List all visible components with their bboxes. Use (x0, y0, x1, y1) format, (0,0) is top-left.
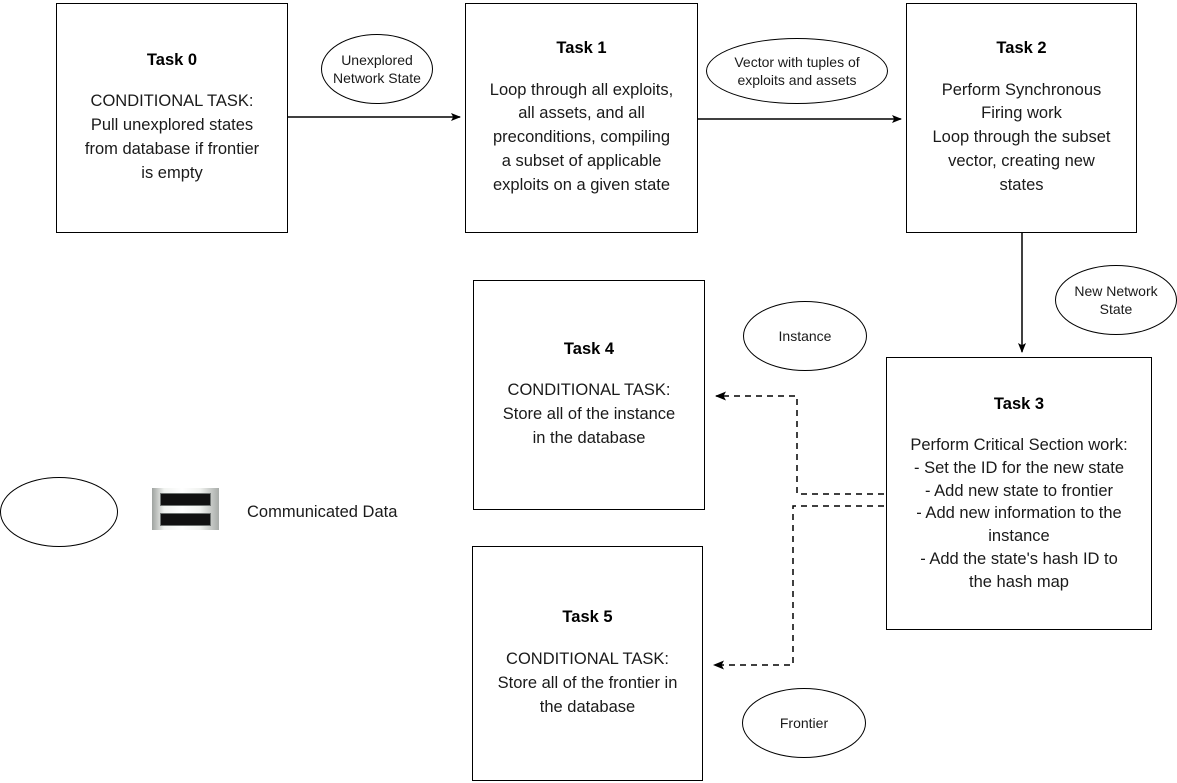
node-task0-title: Task 0 (146, 50, 198, 69)
node-task5-title: Task 5 (562, 608, 613, 627)
node-task3-title: Task 3 (993, 394, 1045, 413)
connector-task3-to-task4 (715, 391, 884, 495)
node-task3-body: Perform Critical Section work: - Set the… (910, 436, 1128, 591)
node-task2-title: Task 2 (996, 38, 1047, 57)
node-task4-title: Task 4 (563, 339, 615, 358)
edge-label-unexplored-network-state: Unexplored Network State (321, 34, 433, 104)
node-task0-body: CONDITIONAL TASK: Pull unexplored states… (84, 92, 260, 183)
node-task5[interactable]: Task 5 CONDITIONAL TASK: Store all of th… (472, 546, 703, 781)
node-task2-body: Perform Synchronous Firing work Loop thr… (932, 80, 1111, 195)
node-task1-body: Loop through all exploits, all assets, a… (489, 80, 674, 195)
edge-label-new-network-state: New Network State (1055, 265, 1177, 335)
node-task0[interactable]: Task 0 CONDITIONAL TASK: Pull unexplored… (56, 3, 288, 233)
node-task1-title: Task 1 (556, 38, 607, 57)
legend-equals-icon (152, 488, 219, 530)
node-task4[interactable]: Task 4 CONDITIONAL TASK: Store all of th… (473, 280, 705, 510)
legend-equals-bar-bottom (159, 512, 212, 526)
legend-ellipse-shape (0, 477, 118, 547)
node-task5-body: CONDITIONAL TASK: Store all of the front… (497, 649, 678, 716)
node-task1[interactable]: Task 1 Loop through all exploits, all as… (465, 3, 698, 233)
node-task2[interactable]: Task 2 Perform Synchronous Firing work L… (906, 3, 1137, 233)
node-task4-body: CONDITIONAL TASK: Store all of the insta… (502, 381, 676, 448)
legend-label-communicated-data: Communicated Data (247, 503, 398, 521)
edge-label-vector-tuples: Vector with tuples of exploits and asset… (706, 38, 888, 104)
legend-equals-bar-top (159, 492, 212, 506)
connector-task3-to-task5 (713, 505, 884, 670)
edge-label-instance: Instance (743, 301, 867, 371)
edge-label-frontier: Frontier (742, 688, 866, 758)
node-task3[interactable]: Task 3 Perform Critical Section work: - … (886, 357, 1152, 630)
